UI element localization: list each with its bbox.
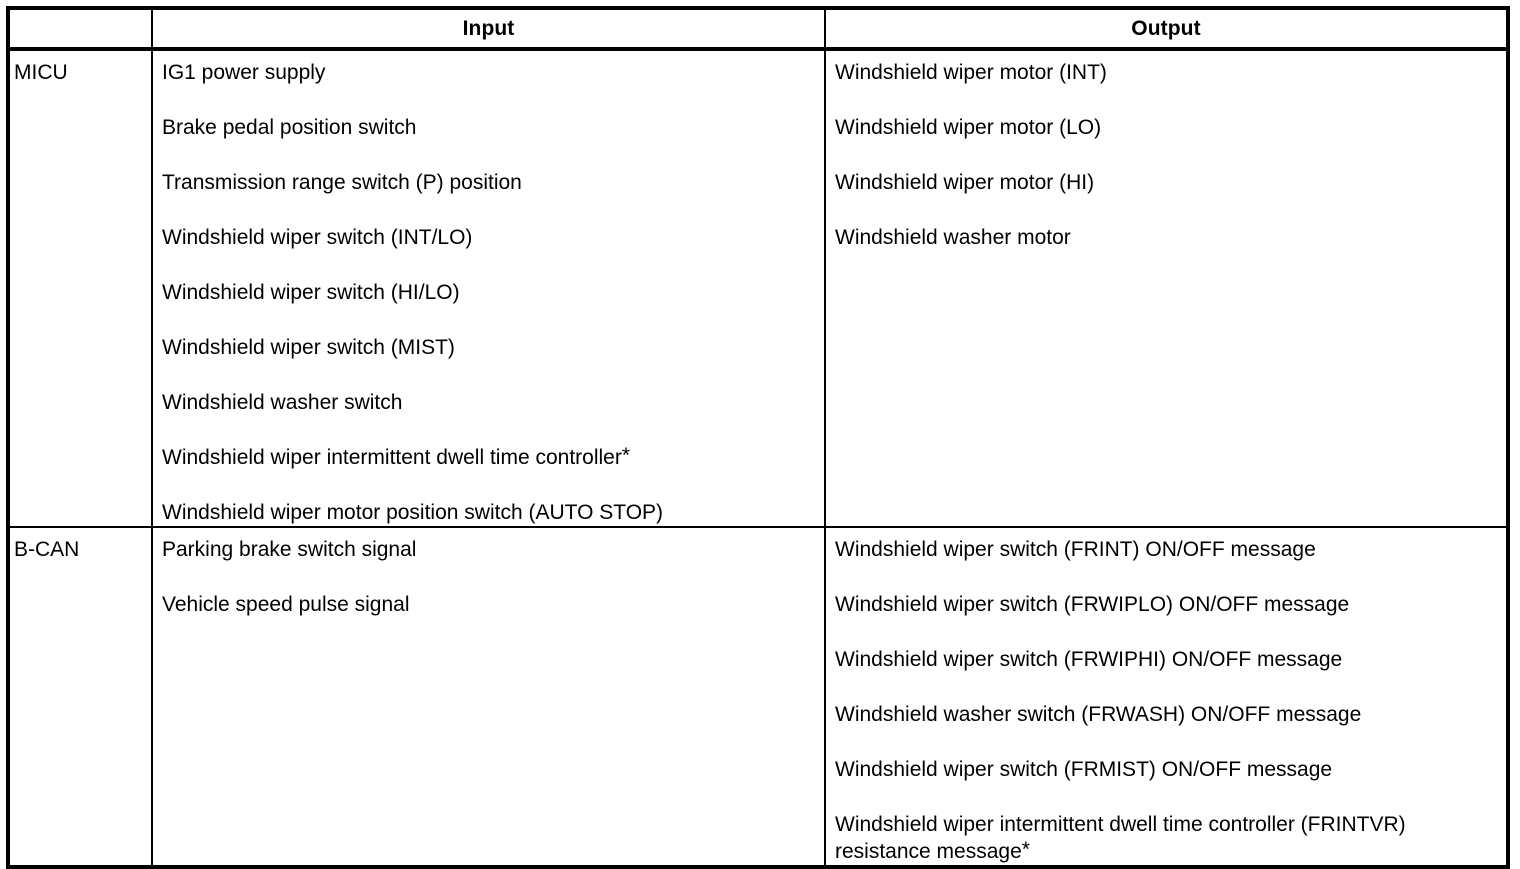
header-cell-output: Output (825, 8, 1508, 51)
list-item: IG1 power supply (162, 61, 326, 84)
list-item: Windshield wiper switch (FRWIPHI) ON/OFF… (835, 648, 1343, 671)
list-item: Windshield washer switch (162, 391, 403, 414)
list-item: Windshield wiper switch (FRWIPLO) ON/OFF… (835, 593, 1350, 616)
cell-output-micu: Windshield wiper motor (INT) Windshield … (825, 49, 1508, 527)
list-item: Brake pedal position switch (162, 116, 417, 139)
list-item: Vehicle speed pulse signal (162, 593, 410, 616)
footnote-asterisk: * (1021, 838, 1030, 861)
input-output-table: Input Output MICU IG1 power supply Brake… (6, 6, 1510, 869)
cell-input-micu: IG1 power supply Brake pedal position sw… (152, 49, 826, 527)
system-name-bcan: B-CAN (14, 538, 80, 561)
header-output-label: Output (1131, 17, 1201, 40)
cell-output-bcan: Windshield wiper switch (FRINT) ON/OFF m… (825, 526, 1508, 867)
header-cell-system (8, 8, 153, 51)
cell-system-micu: MICU (8, 49, 153, 527)
table-body: MICU IG1 power supply Brake pedal positi… (8, 49, 1508, 867)
system-name-micu: MICU (14, 61, 68, 84)
list-item: Windshield wiper motor (LO) (835, 116, 1102, 139)
list-item: Transmission range switch (P) position (162, 171, 522, 194)
list-item: Windshield wiper switch (HI/LO) (162, 281, 460, 304)
cell-input-bcan: Parking brake switch signal Vehicle spee… (152, 526, 826, 867)
header-row: Input Output (8, 8, 1508, 51)
header-cell-input: Input (152, 8, 826, 51)
list-item: Windshield wiper motor (INT) (835, 61, 1107, 84)
list-item: Windshield wiper intermittent dwell time… (835, 813, 1406, 863)
list-item: Windshield wiper motor position switch (… (162, 501, 664, 524)
list-item: Windshield washer switch (FRWASH) ON/OFF… (835, 703, 1362, 726)
list-item: Windshield wiper switch (FRMIST) ON/OFF … (835, 758, 1333, 781)
table-header: Input Output (8, 8, 1508, 51)
header-input-label: Input (462, 17, 515, 40)
list-item: Windshield wiper switch (MIST) (162, 336, 455, 359)
list-item: Windshield wiper switch (FRINT) ON/OFF m… (835, 538, 1316, 561)
list-item: Parking brake switch signal (162, 538, 417, 561)
list-item: Windshield wiper switch (INT/LO) (162, 226, 473, 249)
list-item: Windshield wiper motor (HI) (835, 171, 1095, 194)
list-item: Windshield washer motor (835, 226, 1071, 249)
cell-system-bcan: B-CAN (8, 526, 153, 867)
table-row: B-CAN Parking brake switch signal Vehicl… (8, 526, 1508, 867)
list-item: Windshield wiper intermittent dwell time… (162, 444, 631, 469)
footnote-asterisk: * (621, 444, 631, 467)
table-row: MICU IG1 power supply Brake pedal positi… (8, 49, 1508, 527)
